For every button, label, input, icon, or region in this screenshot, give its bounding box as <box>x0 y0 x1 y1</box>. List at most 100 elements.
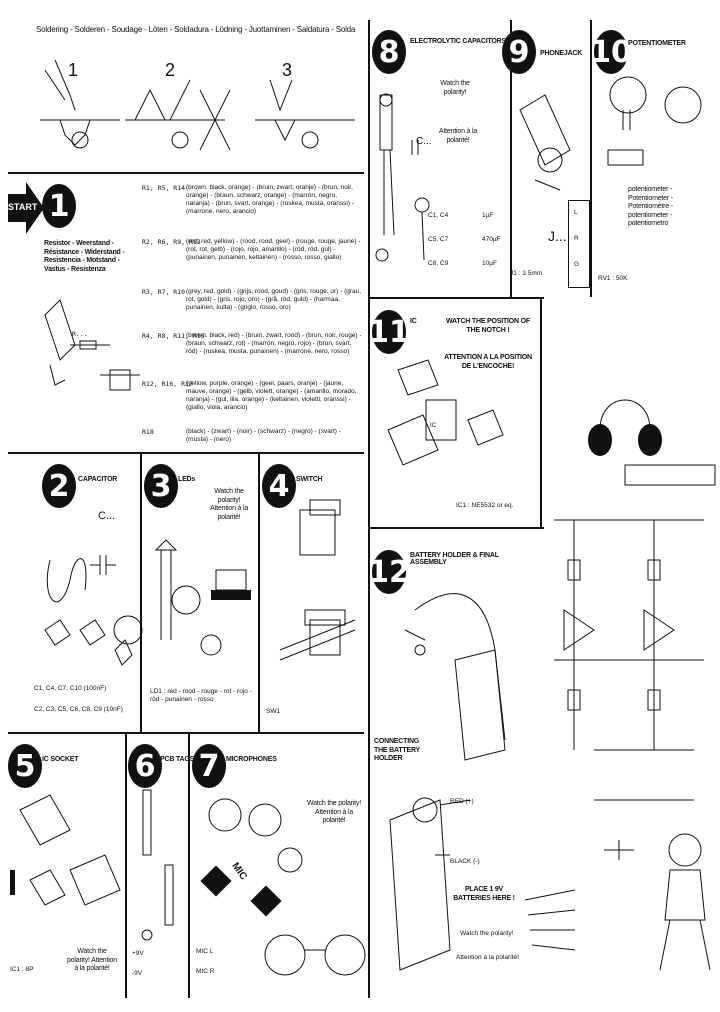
electrolytic-diagram <box>375 93 430 262</box>
headphones-illustration <box>588 399 716 486</box>
phonejack-diagram <box>519 94 571 191</box>
resistor-label: R... <box>72 330 88 338</box>
soldering-diagram <box>40 59 355 151</box>
pin-l: L <box>574 209 578 216</box>
capacitor-diagram <box>44 555 143 666</box>
soldering-title: Soldering - Solderen - Soudage - Löten -… <box>36 25 356 34</box>
section-10-title: POTENTIOMETER <box>628 40 686 47</box>
resistor-table: R1, R5, R14 (brown, black, orange) - (br… <box>142 180 364 450</box>
electrolytic-ref: C8, C9 <box>428 260 449 267</box>
section-9-number: 9 <box>502 30 536 74</box>
electrolytic-value: 470µF <box>482 236 501 243</box>
section-12-number: 12 <box>368 550 410 594</box>
capacitor-part: C1, C4, C7, C10 (100nF) <box>34 685 107 692</box>
resistor-part: R2, R6, R9, R13 <box>142 238 201 246</box>
led-polarity-note: Watch the polarity! Attention à la polar… <box>209 488 249 521</box>
step-3: 3 <box>282 60 293 80</box>
start-arrow: START <box>8 182 44 234</box>
section-6-number: 6 <box>128 744 162 788</box>
potentiometer-part: RV1 : 50K <box>598 275 628 282</box>
resistor-part: R18 <box>142 428 154 436</box>
pcb-tag-minus: -9V <box>132 970 143 977</box>
resistor-colors: (grey, red, gold) - (grijs, rood, goud) … <box>186 288 362 311</box>
black-wire-label: BLACK (-) <box>450 858 480 865</box>
section-9-title: PHONEJACK <box>540 50 583 57</box>
resistor-colors: (brown, black, orange) - (bruin, zwart, … <box>186 184 354 215</box>
electrolytic-note-1: Watch the polarity! <box>440 80 470 96</box>
connect-battery-label: CONNECTING THE BATTERY HOLDER <box>374 738 420 762</box>
section-1-number: 1 <box>42 184 76 228</box>
section-1-title: Resistor - Weerstand - Résistance - Wide… <box>44 240 125 273</box>
step-1: 1 <box>68 60 79 80</box>
ic-notch-note-1: WATCH THE POSITION OF THE NOTCH ! <box>446 318 530 334</box>
resistor-colors: (yellow, purple, orange) - (geel, paars,… <box>186 380 357 411</box>
potentiometer-text: potentiometer - Potentiometer - Potentio… <box>628 186 673 227</box>
ic-label: IC <box>430 422 437 429</box>
section-5-number: 5 <box>8 744 42 788</box>
start-label: START <box>8 202 38 212</box>
resistor-colors: (brown, black, red) - (bruin, zwart, roo… <box>186 332 362 355</box>
ic-socket-diagram <box>10 794 121 906</box>
section-7-title: MICROPHONES <box>226 756 277 763</box>
battery-polarity-note-2: Attention à la polarité! <box>456 954 519 961</box>
switch-diagram <box>279 499 356 661</box>
place-battery-label: PLACE 1 9V BATTERIES HERE ! <box>453 886 515 902</box>
mic-left-label: MIC L <box>196 948 214 955</box>
ic-part: IC1 : NE5532 or eq. <box>456 502 514 509</box>
mic-right-label: MIC R <box>196 968 215 975</box>
assembly-diagram <box>404 593 506 761</box>
section-5-title: IC SOCKET <box>42 756 79 763</box>
electrolytic-ref: C1, C4 <box>428 212 449 219</box>
mic-polarity-note: Watch the polarity! Attention à la polar… <box>307 800 361 824</box>
pcb-tags-diagram <box>141 789 174 941</box>
phonejack-label: J... <box>548 228 567 244</box>
section-2-number: 2 <box>42 464 76 508</box>
battery-holder-diagram <box>389 797 471 971</box>
section-4-title: SWITCH <box>296 476 323 483</box>
section-6-title: PCB TAGS <box>160 756 195 763</box>
section-7-number: 7 <box>192 744 226 788</box>
pin-g: G <box>574 261 580 268</box>
socket-part: IC1 : 8P <box>10 966 34 973</box>
section-2-title: CAPACITOR <box>78 476 118 483</box>
section-8-number: 8 <box>372 30 406 74</box>
resistor-part: R3, R7, R10 <box>142 288 186 296</box>
section-8-title: ELECTROLYTIC CAPACITORS <box>410 38 507 45</box>
section-3-title: LEDs <box>178 476 196 483</box>
resistor-part: R4, R8, R11, R15 <box>142 332 205 340</box>
battery-polarity-note-1: Watch the polarity! <box>460 930 514 937</box>
electrolytic-label: C... <box>416 136 432 147</box>
electrolytic-value: 1µF <box>482 212 494 219</box>
ic-notch-note-2: ATTENTION A LA POSITION DE L'ENCOCHE! <box>444 354 532 370</box>
section-11-number: 11 <box>368 310 410 354</box>
pin-r: R <box>574 235 579 242</box>
battery-illustration <box>524 889 576 951</box>
resistor-part: R12, R16, R17 <box>142 380 193 388</box>
led-diagram <box>154 539 251 656</box>
resistor-colors: (red, red, yellow) - (rood, rood, geel) … <box>186 238 361 261</box>
microphone-diagram <box>200 798 366 976</box>
potentiometer-diagram <box>607 76 702 166</box>
step-2: 2 <box>165 60 176 80</box>
resistor-diagram <box>44 299 140 391</box>
resistor-part: R1, R5, R14 <box>142 184 186 192</box>
electrolytic-ref: C5, C7 <box>428 236 449 243</box>
phonejack-pins: L R G <box>568 200 590 288</box>
electrolytic-value: 10µF <box>482 260 497 267</box>
section-10-number: 10 <box>590 30 632 74</box>
capacitor-label: C... <box>98 510 116 522</box>
ic-diagram <box>387 359 504 466</box>
switch-part: SW1 <box>266 708 281 715</box>
cartoon-illustration <box>659 833 711 971</box>
capacitor-part: C2, C3, C5, C6, C8, C9 (10nF) <box>34 706 123 713</box>
pcb-tag-plus: +9V <box>132 950 144 957</box>
section-12-title: BATTERY HOLDER & FINAL ASSEMBLY <box>410 552 499 566</box>
circuit-schematic <box>554 519 704 860</box>
red-wire-label: RED (+) <box>450 798 474 805</box>
led-part: LD1 : red - rood - rouge - rot - rojo - … <box>150 688 252 703</box>
resistor-colors: (black) - (zwart) - (noir) - (schwarz) -… <box>186 428 341 443</box>
section-3-number: 3 <box>144 464 178 508</box>
socket-polarity-note: Watch the polarity! Attention à la polar… <box>67 948 117 972</box>
phonejack-part: J1 : 3.5mm <box>510 270 543 277</box>
section-11-title: IC <box>410 318 417 325</box>
